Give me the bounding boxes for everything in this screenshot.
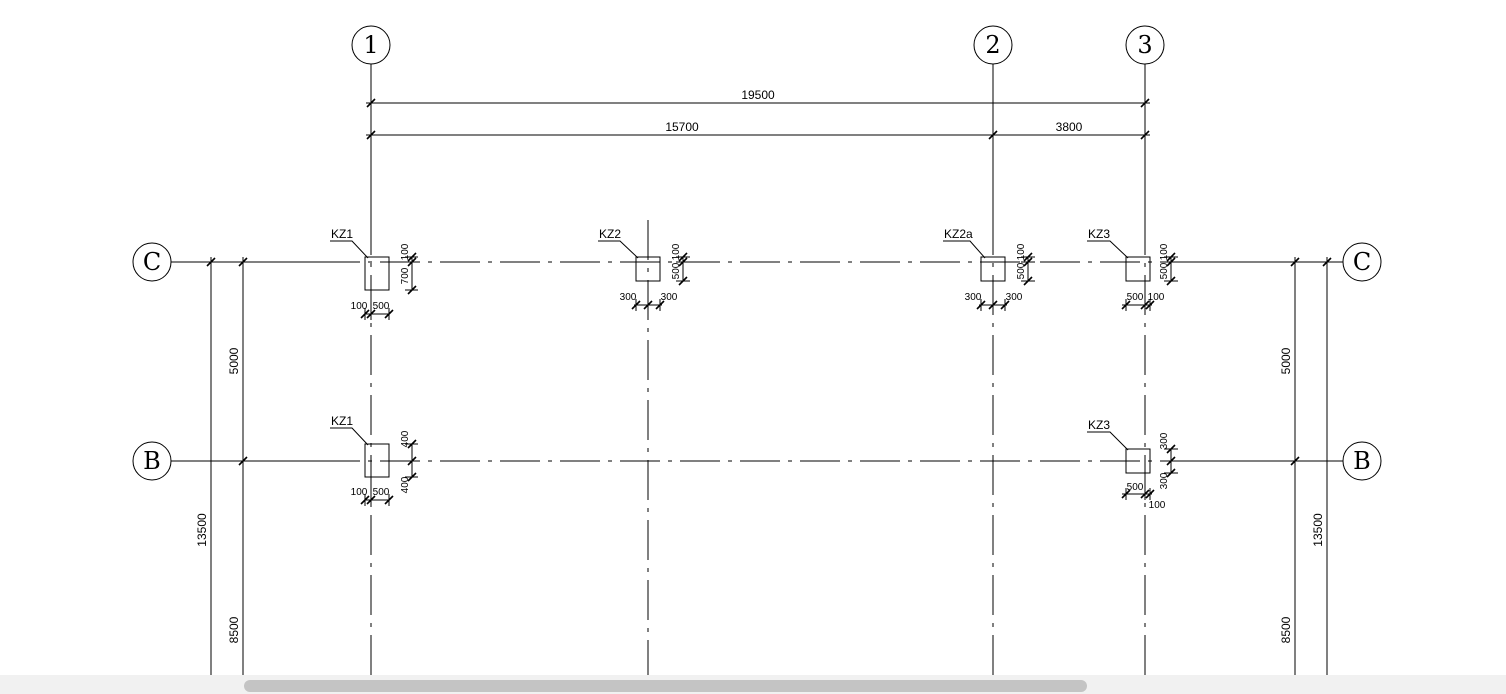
dim-left-total: 13500 — [195, 513, 209, 547]
column-tag: KZ3 — [1088, 227, 1110, 241]
column-dim: 100 — [1016, 243, 1027, 260]
structural-column-plan-drawing: 1 2 3 C C B B 19500 15700 3800 13500 500… — [132, 25, 1382, 675]
column-dim: 300 — [661, 292, 678, 303]
column-kz3-c3 — [1087, 240, 1178, 311]
axis-b-label-left: B — [143, 447, 161, 475]
horizontal-scrollbar[interactable] — [0, 675, 1506, 694]
top-dimension-lines — [366, 102, 1150, 136]
axis-3-grid-line — [1125, 25, 1165, 675]
axis-c-grid-line — [132, 242, 1382, 282]
column-dim: 100 — [351, 487, 368, 498]
column-dim: 300 — [965, 292, 982, 303]
column-dim: 300 — [1006, 292, 1023, 303]
column-dim: 500 — [1127, 292, 1144, 303]
column-tag: KZ1 — [331, 414, 353, 428]
column-dim: 300 — [620, 292, 637, 303]
column-tag: KZ3 — [1088, 418, 1110, 432]
axis-c-label-left: C — [143, 248, 161, 276]
column-dim: 500 — [671, 262, 682, 279]
column-dim: 300 — [1159, 432, 1170, 449]
column-dim: 300 — [1159, 472, 1170, 489]
scrollbar-thumb[interactable] — [244, 680, 1087, 692]
column-dim: 500 — [373, 487, 390, 498]
dim-right-total: 13500 — [1311, 513, 1325, 547]
column-dim: 100 — [1159, 243, 1170, 260]
right-dimension-lines — [1288, 257, 1333, 675]
dim-right-b-a: 8500 — [1279, 616, 1293, 643]
column-tag: KZ2 — [599, 227, 621, 241]
axis-b-label-right: B — [1353, 447, 1371, 475]
column-tag: KZ2a — [944, 227, 973, 241]
axis-1-grid-line — [351, 25, 391, 675]
column-dim: 500 — [1016, 262, 1027, 279]
column-dim: 700 — [400, 267, 411, 284]
axis-2-label: 2 — [985, 31, 1000, 59]
column-dim: 500 — [373, 301, 390, 312]
dim-span-2-3: 3800 — [1056, 120, 1083, 134]
axis-1-label: 1 — [363, 31, 378, 59]
axis-c-label-right: C — [1353, 248, 1371, 276]
column-dim: 100 — [1149, 500, 1166, 511]
column-dim: 500 — [1127, 482, 1144, 493]
axis-3-label: 3 — [1137, 31, 1152, 59]
dim-right-c-b: 5000 — [1279, 347, 1293, 374]
dim-left-c-b: 5000 — [227, 347, 241, 374]
dim-left-b-a: 8500 — [227, 616, 241, 643]
left-dimension-lines — [205, 257, 250, 675]
column-tag: KZ1 — [331, 227, 353, 241]
column-dim: 100 — [1148, 292, 1165, 303]
dim-overall-19500: 19500 — [741, 88, 775, 102]
column-dim: 100 — [400, 243, 411, 260]
column-dim: 500 — [1159, 262, 1170, 279]
axis-2-grid-line — [973, 25, 1013, 675]
dim-span-1-2: 15700 — [665, 120, 699, 134]
column-dim: 400 — [400, 476, 411, 493]
column-dim: 100 — [351, 301, 368, 312]
axis-b-grid-line — [132, 441, 1382, 481]
column-dim: 400 — [400, 430, 411, 447]
column-dim: 100 — [671, 243, 682, 260]
